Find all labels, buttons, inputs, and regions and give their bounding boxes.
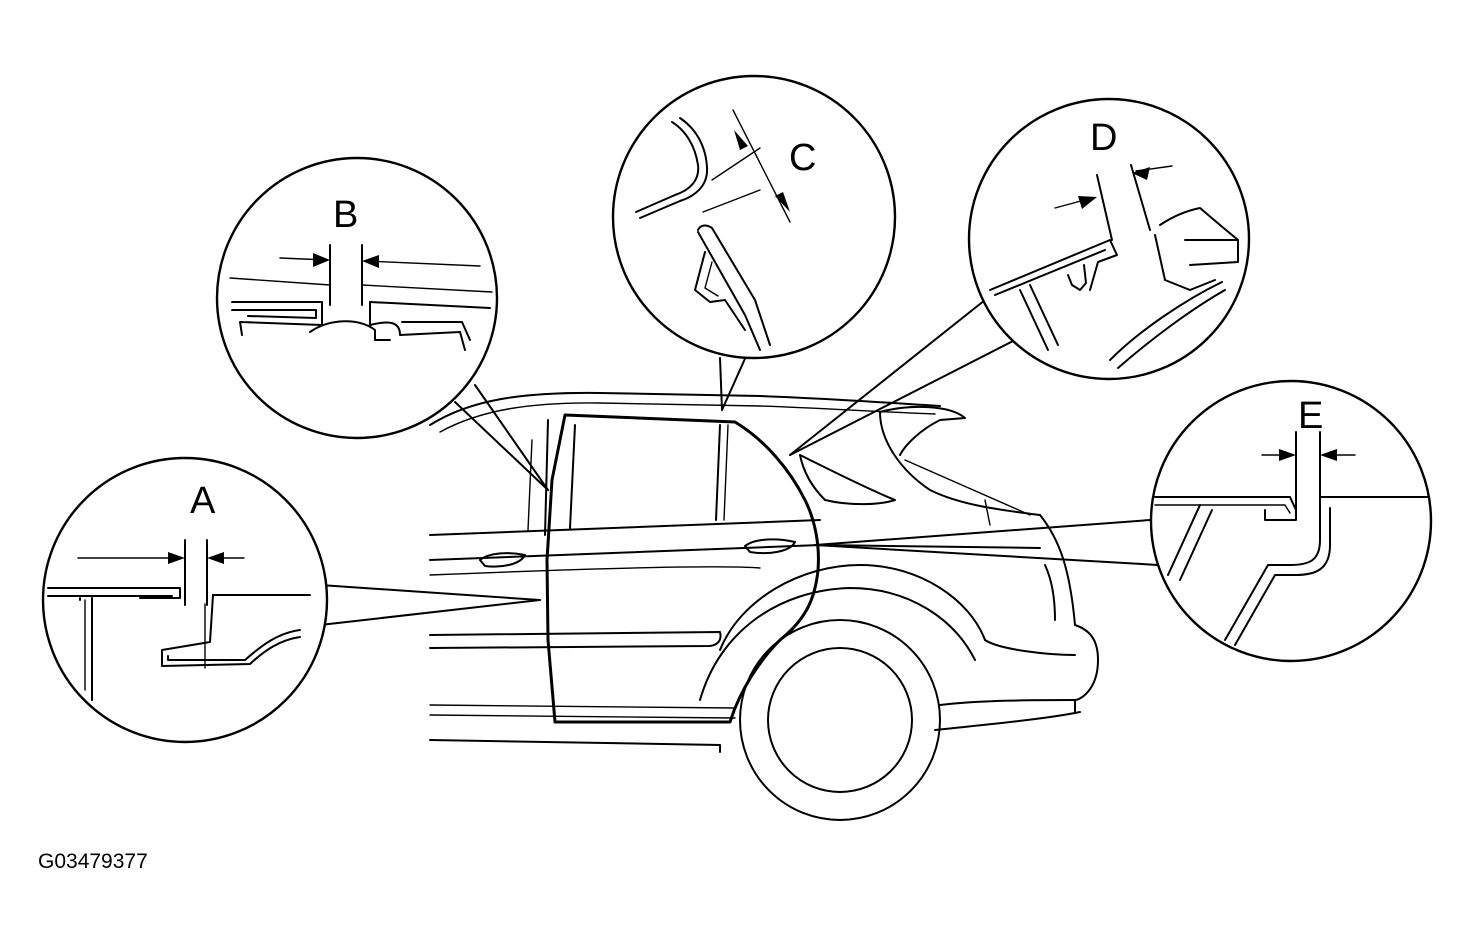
- detail-circle-c: C: [611, 74, 897, 360]
- detail-circle-d: D: [967, 97, 1251, 381]
- figure-id: G03479377: [38, 850, 148, 873]
- label-a: A: [190, 480, 216, 522]
- label-b: B: [333, 194, 358, 236]
- label-d: D: [1090, 117, 1117, 159]
- detail-circle-b: B: [215, 156, 499, 440]
- label-c: C: [789, 137, 816, 179]
- callout-pointers: [319, 299, 1159, 626]
- detail-circle-e: E: [1149, 379, 1433, 663]
- label-e: E: [1298, 395, 1323, 437]
- car-body: [429, 391, 1099, 821]
- detail-circle-a: A: [41, 456, 329, 744]
